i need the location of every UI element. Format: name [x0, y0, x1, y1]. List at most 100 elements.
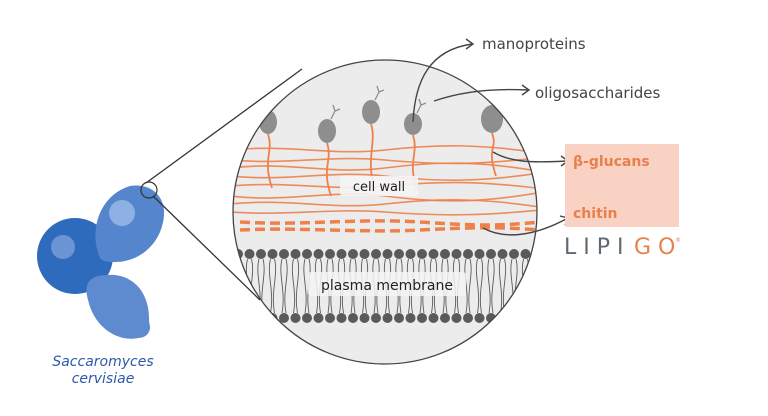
yeast-cells	[37, 181, 165, 339]
zoom-line-top	[145, 68, 303, 184]
manoproteins-arrow	[412, 43, 473, 123]
lipid-head-top	[336, 249, 347, 259]
lipid-tails	[268, 258, 277, 314]
lipid-head-bottom	[520, 313, 531, 323]
lipigo-logo: LIPI GO ®	[564, 235, 682, 260]
chitin-label: chitin	[573, 206, 618, 222]
manoprotein-stem	[266, 133, 273, 189]
lipid-head-bottom	[440, 313, 450, 323]
lipid-head-bottom	[302, 313, 312, 323]
yeast-cell-left-nucleus	[51, 235, 75, 259]
lipid-head-top	[382, 249, 393, 259]
logo-part1: LIPI	[564, 235, 631, 260]
zoom-line-bottom	[152, 195, 261, 301]
oligosaccharide-chain	[330, 104, 341, 120]
lipid-head-bottom	[451, 313, 462, 323]
manoprotein-stem	[326, 142, 332, 197]
lipid-head-bottom	[244, 313, 255, 323]
manoprotein-stem	[491, 132, 497, 177]
lipid-head-top	[313, 249, 324, 259]
beta-glucan-fiber	[233, 156, 537, 165]
lipid-head-top	[244, 249, 255, 259]
lipid-head-top	[428, 249, 439, 259]
lipid-tails	[475, 258, 484, 314]
logo-part2: GO	[634, 235, 682, 260]
oligosaccharides-label: oligosaccharides	[535, 84, 660, 102]
lipid-head-bottom	[463, 313, 473, 323]
lipid-head-bottom	[382, 313, 393, 323]
lipid-head-top	[440, 249, 450, 259]
lipid-head-top	[451, 249, 462, 259]
lipid-head-top	[532, 249, 537, 259]
manoprotein	[318, 119, 336, 143]
lipid-head-bottom	[428, 313, 439, 323]
yeast-cell-top-nucleus	[109, 200, 135, 226]
lipid-head-top	[497, 249, 508, 259]
lipid-head-bottom	[371, 313, 381, 323]
lipid-head-bottom	[532, 313, 537, 323]
beta-glucan-fiber	[233, 209, 537, 216]
cell-wall-components-box	[565, 144, 679, 227]
lipid-head-bottom	[279, 313, 289, 323]
lipid-head-top	[348, 249, 358, 259]
manoprotein	[481, 105, 503, 133]
manoprotein	[362, 100, 380, 124]
beta-glucans-label: β-glucans	[573, 154, 650, 170]
lipid-tails	[280, 258, 288, 314]
cell-wall-label-bg	[340, 176, 418, 196]
lipid-head-bottom	[359, 313, 370, 323]
cell-wall-label: cell wall	[353, 180, 405, 195]
lipid-head-top	[520, 249, 531, 259]
lipid-head-top	[256, 249, 266, 259]
lipid-head-top	[417, 249, 427, 259]
lipid-head-top	[359, 249, 370, 259]
lipid-head-top	[302, 249, 312, 259]
lipid-head-bottom	[336, 313, 347, 323]
beta-glucan-fiber	[233, 199, 537, 208]
lipid-head-top	[290, 249, 301, 259]
organism-name-line2: cervisiae	[72, 371, 135, 387]
oligosaccharide-chain	[495, 90, 506, 106]
lipid-head-bottom	[325, 313, 335, 323]
zoom-marker-circle	[140, 181, 158, 199]
lipid-tails	[234, 258, 242, 314]
lipid-head-top	[486, 249, 496, 259]
lipid-head-top	[474, 249, 485, 259]
beta-glucans-arrow	[492, 151, 568, 163]
plasma-membrane-label: plasma membrane	[321, 278, 453, 294]
lipid-head-bottom	[474, 313, 485, 323]
lipid-head-top	[325, 249, 335, 259]
lipid-head-bottom	[290, 313, 301, 323]
lipid-head-bottom	[394, 313, 404, 323]
oligosaccharides-arrowhead	[521, 84, 531, 96]
chitin-strand	[239, 219, 537, 227]
oligosaccharides-arrow	[433, 88, 529, 102]
manoproteins-arrowhead	[465, 38, 475, 50]
manoprotein	[404, 113, 422, 135]
lipid-tails	[291, 258, 300, 314]
lipid-head-bottom	[417, 313, 427, 323]
lipid-head-bottom	[313, 313, 324, 323]
manoproteins-label: manoproteins	[482, 35, 586, 53]
organism-name-line1: Saccaromyces	[52, 354, 153, 370]
lipid-tails	[533, 258, 537, 314]
lipid-head-bottom	[256, 313, 266, 323]
lipid-head-bottom	[509, 313, 519, 323]
lipid-head-bottom	[405, 313, 416, 323]
beta-glucan-fiber	[233, 145, 537, 154]
lipid-head-top	[463, 249, 473, 259]
cell-wall-zoom-circle-border	[232, 59, 538, 365]
manoprotein	[259, 110, 277, 134]
lipid-head-top	[279, 249, 289, 259]
logo-registered-mark: ®	[675, 237, 681, 244]
lipid-head-top	[267, 249, 278, 259]
chitin-strand	[239, 226, 537, 233]
yeast-cell-left	[37, 218, 113, 294]
lipid-tails	[487, 258, 495, 314]
lipid-head-top	[394, 249, 404, 259]
plasma-membrane-label-bg	[308, 272, 466, 296]
lipid-head-bottom	[497, 313, 508, 323]
oligosaccharide-chain	[374, 85, 385, 101]
lipid-head-top	[405, 249, 416, 259]
